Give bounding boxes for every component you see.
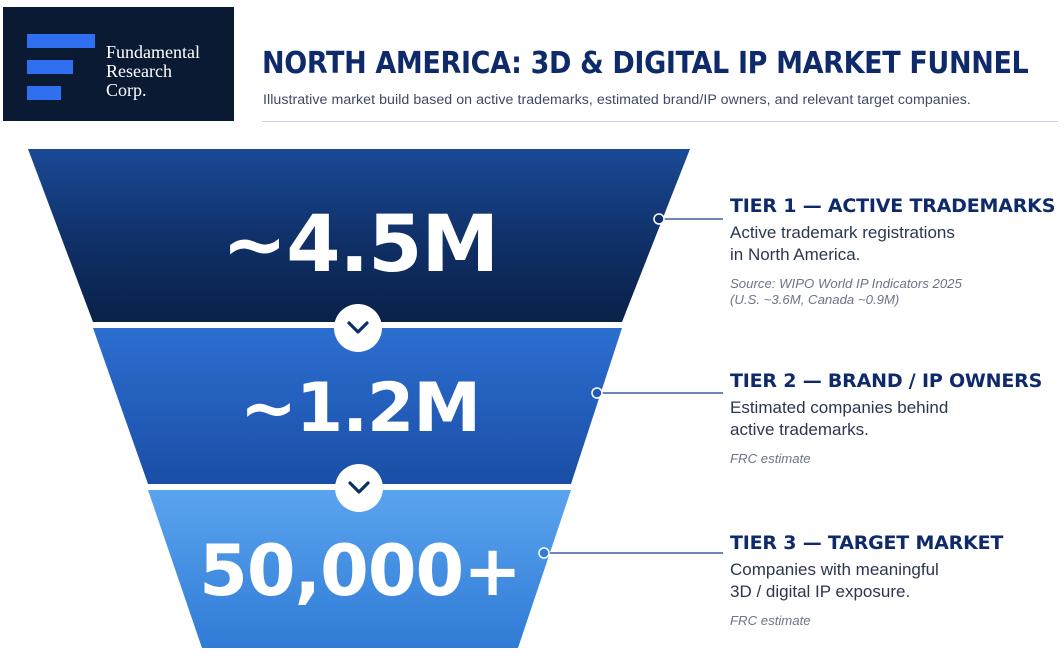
source-line: FRC estimate	[730, 451, 811, 466]
page-subtitle: Illustrative market build based on activ…	[263, 92, 971, 108]
tier-3-description: Companies with meaningful 3D / digital I…	[730, 559, 1064, 603]
source-line: Source: WIPO World IP Indicators 2025	[730, 276, 962, 291]
funnel-tier-1	[28, 149, 690, 322]
page-title: NORTH AMERICA: 3D & DIGITAL IP MARKET FU…	[262, 46, 1029, 81]
connector-tier-3	[538, 547, 723, 559]
connector-tier-1	[653, 213, 723, 225]
tier-3-info: TIER 3 — TARGET MARKET Companies with me…	[730, 531, 1064, 629]
description-line: 3D / digital IP exposure.	[730, 582, 911, 601]
tier-3-heading: TIER 3 — TARGET MARKET	[730, 532, 1004, 554]
tier-2-source: FRC estimate	[730, 451, 1064, 467]
connector-tier-2	[591, 387, 723, 399]
tier-2-description: Estimated companies behind active tradem…	[730, 397, 1064, 441]
tier-1-description: Active trademark registrations in North …	[730, 222, 1064, 266]
description-line: Companies with meaningful	[730, 560, 939, 579]
chevron-down-icon	[334, 304, 382, 352]
description-line: in North America.	[730, 245, 861, 264]
brand-name-line: Corp.	[106, 80, 147, 100]
brand-name-line: Research	[106, 61, 172, 81]
logo-bar-icon	[27, 60, 73, 74]
tier-1-source: Source: WIPO World IP Indicators 2025 (U…	[730, 276, 1064, 308]
logo-bar-icon	[27, 86, 61, 100]
tier-1-heading: TIER 1 — ACTIVE TRADEMARKS	[730, 195, 1056, 217]
description-line: Estimated companies behind	[730, 398, 949, 417]
brand-name: Fundamental Research Corp.	[106, 43, 231, 100]
description-line: Active trademark registrations	[730, 223, 955, 242]
tier-2-heading: TIER 2 — BRAND / IP OWNERS	[730, 370, 1043, 392]
chevron-down-icon	[335, 464, 383, 512]
source-line: (U.S. ~3.6M, Canada ~0.9M)	[730, 292, 900, 307]
tier-2-info: TIER 2 — BRAND / IP OWNERS Estimated com…	[730, 369, 1064, 467]
tier-2-value: ~1.2M	[239, 369, 481, 448]
header-divider	[262, 121, 1058, 122]
brand-name-line: Fundamental	[106, 42, 200, 62]
description-line: active trademarks.	[730, 420, 869, 439]
brand-logo: Fundamental Research Corp.	[3, 7, 234, 121]
tier-3-value: 50,000+	[199, 530, 522, 612]
tier-1-info: TIER 1 — ACTIVE TRADEMARKS Active tradem…	[730, 194, 1064, 308]
funnel-tier-2	[93, 328, 622, 484]
header: Fundamental Research Corp. NORTH AMERICA…	[0, 0, 1064, 124]
logo-bar-icon	[27, 34, 95, 48]
tier-1-value: ~4.5M	[221, 200, 499, 290]
funnel-tier-3	[148, 490, 571, 648]
tier-3-source: FRC estimate	[730, 613, 1064, 629]
source-line: FRC estimate	[730, 613, 811, 628]
